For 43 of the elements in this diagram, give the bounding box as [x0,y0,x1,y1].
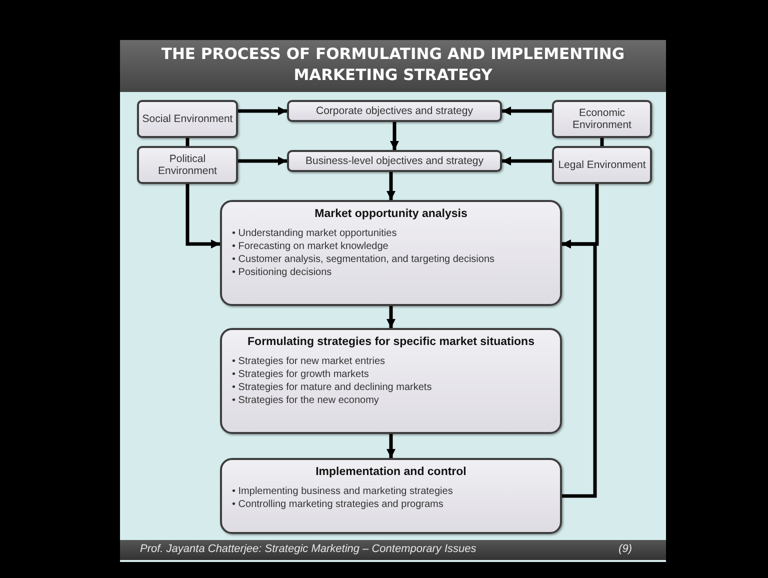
bullet-item: • Strategies for growth markets [232,368,370,381]
arrow [502,106,552,116]
bullet-item: • Implementing business and marketing strategies [232,485,454,498]
bullet-item: • Forecasting on market knowledge [232,240,390,253]
arrow [238,106,287,116]
arrow [562,240,597,498]
bullet-item: • Understanding market opportunities [232,227,398,240]
bullet-item: • Strategies for the new economy [232,394,380,407]
slide-title: THE PROCESS OF FORMULATING AND IMPLEMENTING MARKETING STRATEGY [160,44,626,86]
page-number: (9) [618,543,632,555]
bullet-item: • Controlling marketing strategies and programs [232,498,444,511]
environment-box [552,146,652,184]
node-label: Business-level objectives and strategy [305,155,484,167]
bullet-item: • Strategies for new market entries [232,355,386,368]
node-label: Legal Environment [558,159,646,171]
process-box [220,458,562,534]
environment-box [287,100,502,122]
bullet-item: • Customer analysis, segmentation, and targeting decisions [232,253,496,266]
footer-text: Prof. Jayanta Chatterjee: Strategic Marketing – Contemporary Issues [140,543,476,555]
box-heading: Market opportunity analysis [314,208,468,220]
process-box [220,328,562,434]
environment-box [137,100,238,138]
arrow [390,122,399,150]
node-label: Economic Environment [572,107,632,131]
node-label: Social Environment [142,113,233,125]
process-box [220,200,562,306]
arrow [386,172,396,200]
connector-line [186,138,190,146]
arrow [386,434,396,458]
arrow [186,184,220,248]
node-label: Political Environment [157,153,218,177]
arrow [386,306,396,328]
box-heading: Implementation and control [314,466,468,478]
connector-line [600,138,604,146]
arrow [238,156,287,166]
environment-box [137,146,238,184]
environment-box [287,150,502,172]
box-heading: Formulating strategies for specific market situations [246,336,536,348]
environment-box [552,100,652,138]
arrow [502,156,552,166]
bullet-item: • Positioning decisions [232,266,333,279]
bullet-item: • Strategies for mature and declining markets [232,381,433,394]
node-label: Corporate objectives and strategy [316,105,473,117]
